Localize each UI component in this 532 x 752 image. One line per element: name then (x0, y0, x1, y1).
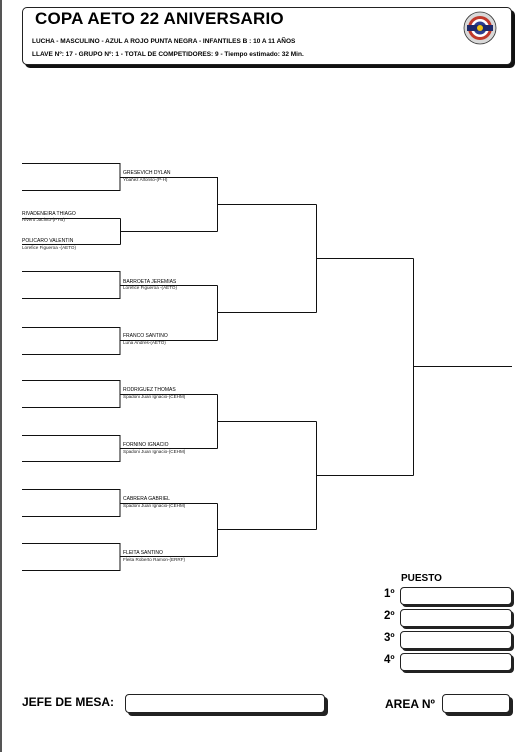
place-label-4: 4º (384, 654, 395, 666)
competitor-name: FORNINO IGNACIO (123, 442, 169, 448)
jefe-de-mesa-field[interactable] (125, 694, 325, 713)
r1-match-a-line (22, 218, 217, 245)
competitor-club: Rivero Jacinto-(PYB) (22, 217, 65, 222)
place-label-1: 1º (384, 588, 395, 600)
competitor-name: POLICARO VALENTIN (22, 238, 74, 244)
competitor-club: Luna Andres-(AETO) (123, 340, 166, 345)
competitor-club: Fleita Roberto Ramon-(ERRF) (123, 557, 186, 562)
r2-match-3-line (22, 380, 317, 462)
place-field-2[interactable] (400, 609, 512, 627)
category-line: LUCHA - MASCULINO - AZUL A ROJO PUNTA NE… (32, 38, 296, 45)
page-edge (0, 0, 2, 752)
r2-match-4-line (22, 489, 317, 571)
competitor-club: Lorefice Figueroa -(AETO) (123, 285, 178, 290)
place-label-2: 2º (384, 610, 395, 622)
jefe-de-mesa-label: JEFE DE MESA: (22, 695, 115, 709)
competitor-name: RODRIGUEZ THOMAS (123, 387, 176, 393)
page-title: COPA AETO 22 ANIVERSARIO (35, 9, 284, 28)
club-logo-icon (463, 11, 497, 45)
competitor-club: Spadoni Juan Ignacio-(CEHM) (123, 503, 186, 508)
semi-2-line (316, 421, 414, 530)
area-field[interactable] (442, 694, 510, 713)
competitor-name: CABRERA GABRIEL (123, 496, 170, 502)
competitor-name: FLEITA SANTINO (123, 550, 163, 556)
competitor-club: Spadoni Juan Ignacio-(CEHM) (123, 394, 186, 399)
header-box: COPA AETO 22 ANIVERSARIO LUCHA - MASCULI… (22, 7, 512, 65)
competitor-club: Ybañez Alfonso-(P-H) (123, 177, 168, 182)
place-field-1[interactable] (400, 587, 512, 605)
place-field-4[interactable] (400, 653, 512, 671)
competitor-club: Lorefice Figueroa -(AETO) (22, 245, 77, 250)
competitor-name: BARROETA JEREMIAS (123, 279, 177, 285)
r2-match-1-line (22, 163, 317, 232)
competitor-name: GRESEVICH DYLAN (123, 170, 171, 176)
place-label-3: 3º (384, 632, 395, 644)
area-label: AREA Nº (385, 697, 435, 711)
semi-1-line (316, 204, 414, 313)
r2-match-2-line (22, 271, 317, 355)
competitor-name: RIVADENEIRA THIAGO (22, 211, 76, 217)
competitor-name: FRANCO SANTINO (123, 333, 168, 339)
final-line (413, 258, 512, 476)
competitor-club: Spadoni Juan Ignacio-(CEHM) (123, 449, 186, 454)
podium-title: PUESTO (401, 573, 442, 584)
bracket-info-line: LLAVE Nº: 17 - GRUPO Nº: 1 - TOTAL DE CO… (32, 51, 304, 58)
place-field-3[interactable] (400, 631, 512, 649)
